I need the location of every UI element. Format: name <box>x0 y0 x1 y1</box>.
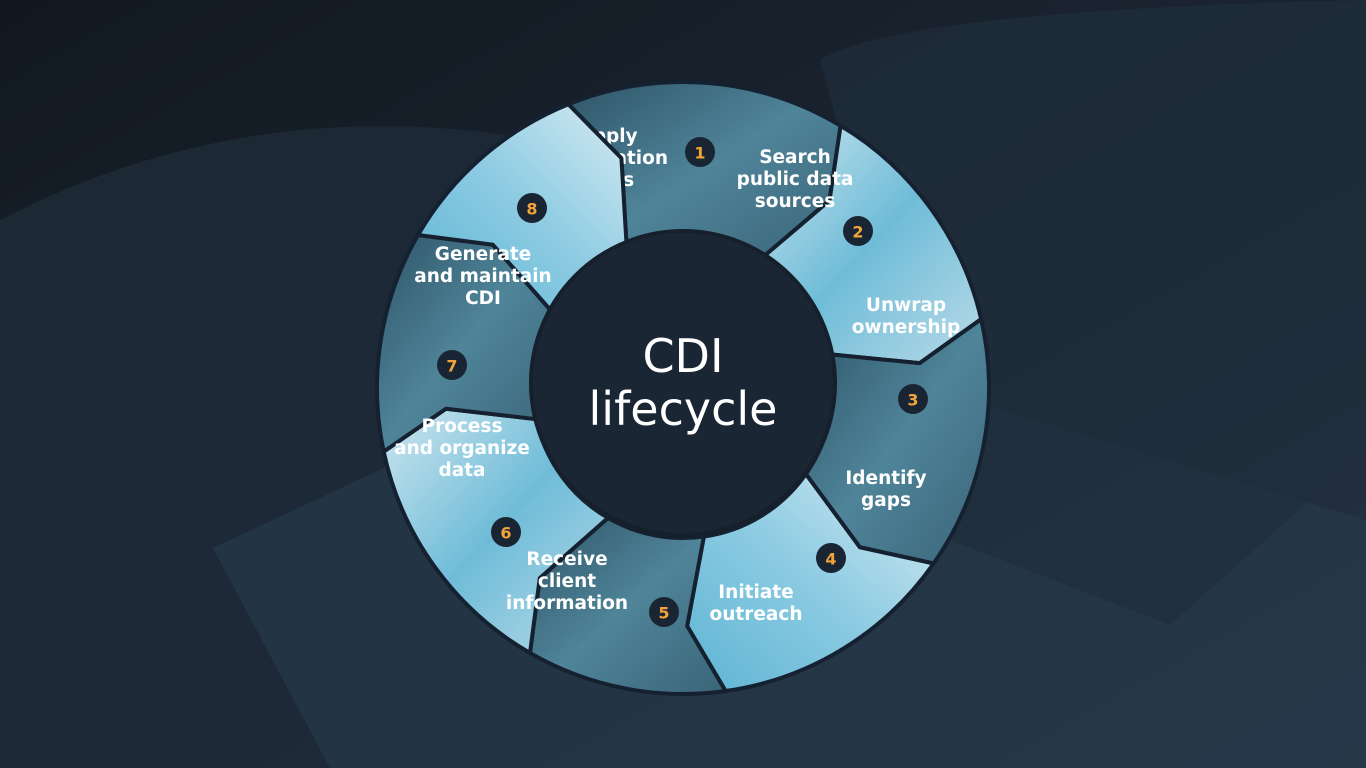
lifecycle-step-3-number: 3 <box>907 391 918 410</box>
lifecycle-step-5-badge <box>649 597 679 627</box>
lifecycle-step-8-number: 8 <box>526 200 537 219</box>
lifecycle-step-5-segment <box>528 515 728 696</box>
lifecycle-step-1-badge <box>685 137 715 167</box>
lifecycle-step-8-badge <box>517 193 547 223</box>
lifecycle-step-4-segment <box>685 472 936 694</box>
lifecycle-step-1-number: 1 <box>694 144 705 163</box>
center-title-line1: CDI <box>642 329 723 383</box>
lifecycle-step-4-badge <box>816 543 846 573</box>
lifecycle-step-2-number: 2 <box>852 223 863 242</box>
lifecycle-step-5-number: 5 <box>658 604 669 623</box>
lifecycle-step-2-badge <box>843 216 873 246</box>
lifecycle-step-6-number: 6 <box>500 524 511 543</box>
center-circle <box>529 229 837 537</box>
lifecycle-step-6-badge <box>491 517 521 547</box>
lifecycle-step-4-number: 4 <box>825 550 836 569</box>
lifecycle-ring: Applyautomationrules1Searchpublic dataso… <box>375 80 991 696</box>
lifecycle-step-7-badge <box>437 350 467 380</box>
lifecycle-step-7-number: 7 <box>446 357 457 376</box>
center-title-line2: lifecycle <box>589 382 778 436</box>
lifecycle-step-3-badge <box>898 384 928 414</box>
